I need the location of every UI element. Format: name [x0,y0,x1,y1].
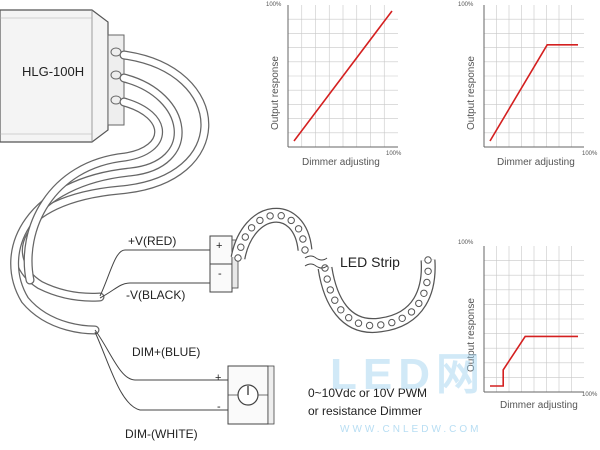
led-chip-icon [365,321,374,330]
led-chip-icon [266,212,274,220]
dimmer-label-line1: 0~10Vdc or 10V PWM [308,386,428,400]
led-terminal-block [209,235,239,293]
led-chip-icon [388,318,396,327]
led-chip-icon [345,314,353,322]
led-chip-icon [398,314,406,322]
led-chip-icon [415,299,423,308]
led-chips [234,212,432,330]
chart-linear [287,5,398,148]
wire-leads [94,249,228,411]
chart-0-y-max: 100% [266,2,282,8]
chart-1-xlabel: Dimmer adjusting [497,157,575,168]
led-chip-icon [301,246,309,254]
series-line [293,10,393,142]
led-chip-icon [241,233,250,241]
dimmer-terminal-plus: + [215,372,222,384]
dimmer-label-line2: or resistance Dimmer [308,404,423,418]
chart-0-ylabel: Output response [270,56,281,130]
led-chip-icon [287,216,295,225]
led-strip-label: LED Strip [340,254,400,270]
led-chip-icon [256,216,264,225]
chart-2-x-max: 100% [582,392,598,398]
chart-0-x-max: 100% [386,151,402,157]
chart-2-y-max: 100% [458,240,474,246]
led-chip-icon [323,275,331,283]
led-chip-icon [337,306,345,314]
chart-2-xlabel: Dimmer adjusting [500,400,578,411]
chart-1-ylabel: Output response [466,56,477,130]
led-chip-icon [234,254,242,262]
led-chip-icon [377,321,385,329]
led-terminal-minus: - [218,268,222,280]
chart-threshold [483,246,584,393]
series-line [489,43,578,142]
led-chip-icon [247,224,256,232]
led-terminal-plus: + [216,240,223,252]
driver-model-label: HLG-100H [22,64,85,79]
wire-label-neg: -V(BLACK) [126,288,186,302]
chart-saturating [483,5,584,148]
chart-0-xlabel: Dimmer adjusting [302,157,380,168]
watermark-logo: LED网 [330,350,486,399]
led-strip [230,207,436,334]
driver-box [0,9,125,143]
dimmer-terminal-minus: - [217,401,221,413]
led-chip-icon [424,267,432,275]
dimmer-block [227,365,275,425]
led-chip-icon [423,278,431,287]
chart-1-x-max: 100% [582,151,598,157]
led-chip-icon [277,212,285,220]
led-chip-icon [331,296,339,304]
led-chip-icon [326,286,334,294]
led-chip-icon [407,308,416,316]
led-chip-icon [237,243,245,251]
chart-1-y-max: 100% [458,2,474,8]
wire-label-dim-neg: DIM-(WHITE) [125,427,198,441]
led-chip-icon [354,319,363,327]
led-chip-icon [420,289,428,297]
wire-label-dim-pos: DIM+(BLUE) [132,345,201,359]
wire-label-pos: +V(RED) [128,234,177,248]
led-chip-icon [294,225,303,233]
watermark-url: WWW.CNLEDW.COM [340,424,482,435]
led-chip-icon [424,256,432,264]
series-line [490,335,578,387]
cable-bundle [10,50,210,335]
led-chip-icon [299,235,307,243]
